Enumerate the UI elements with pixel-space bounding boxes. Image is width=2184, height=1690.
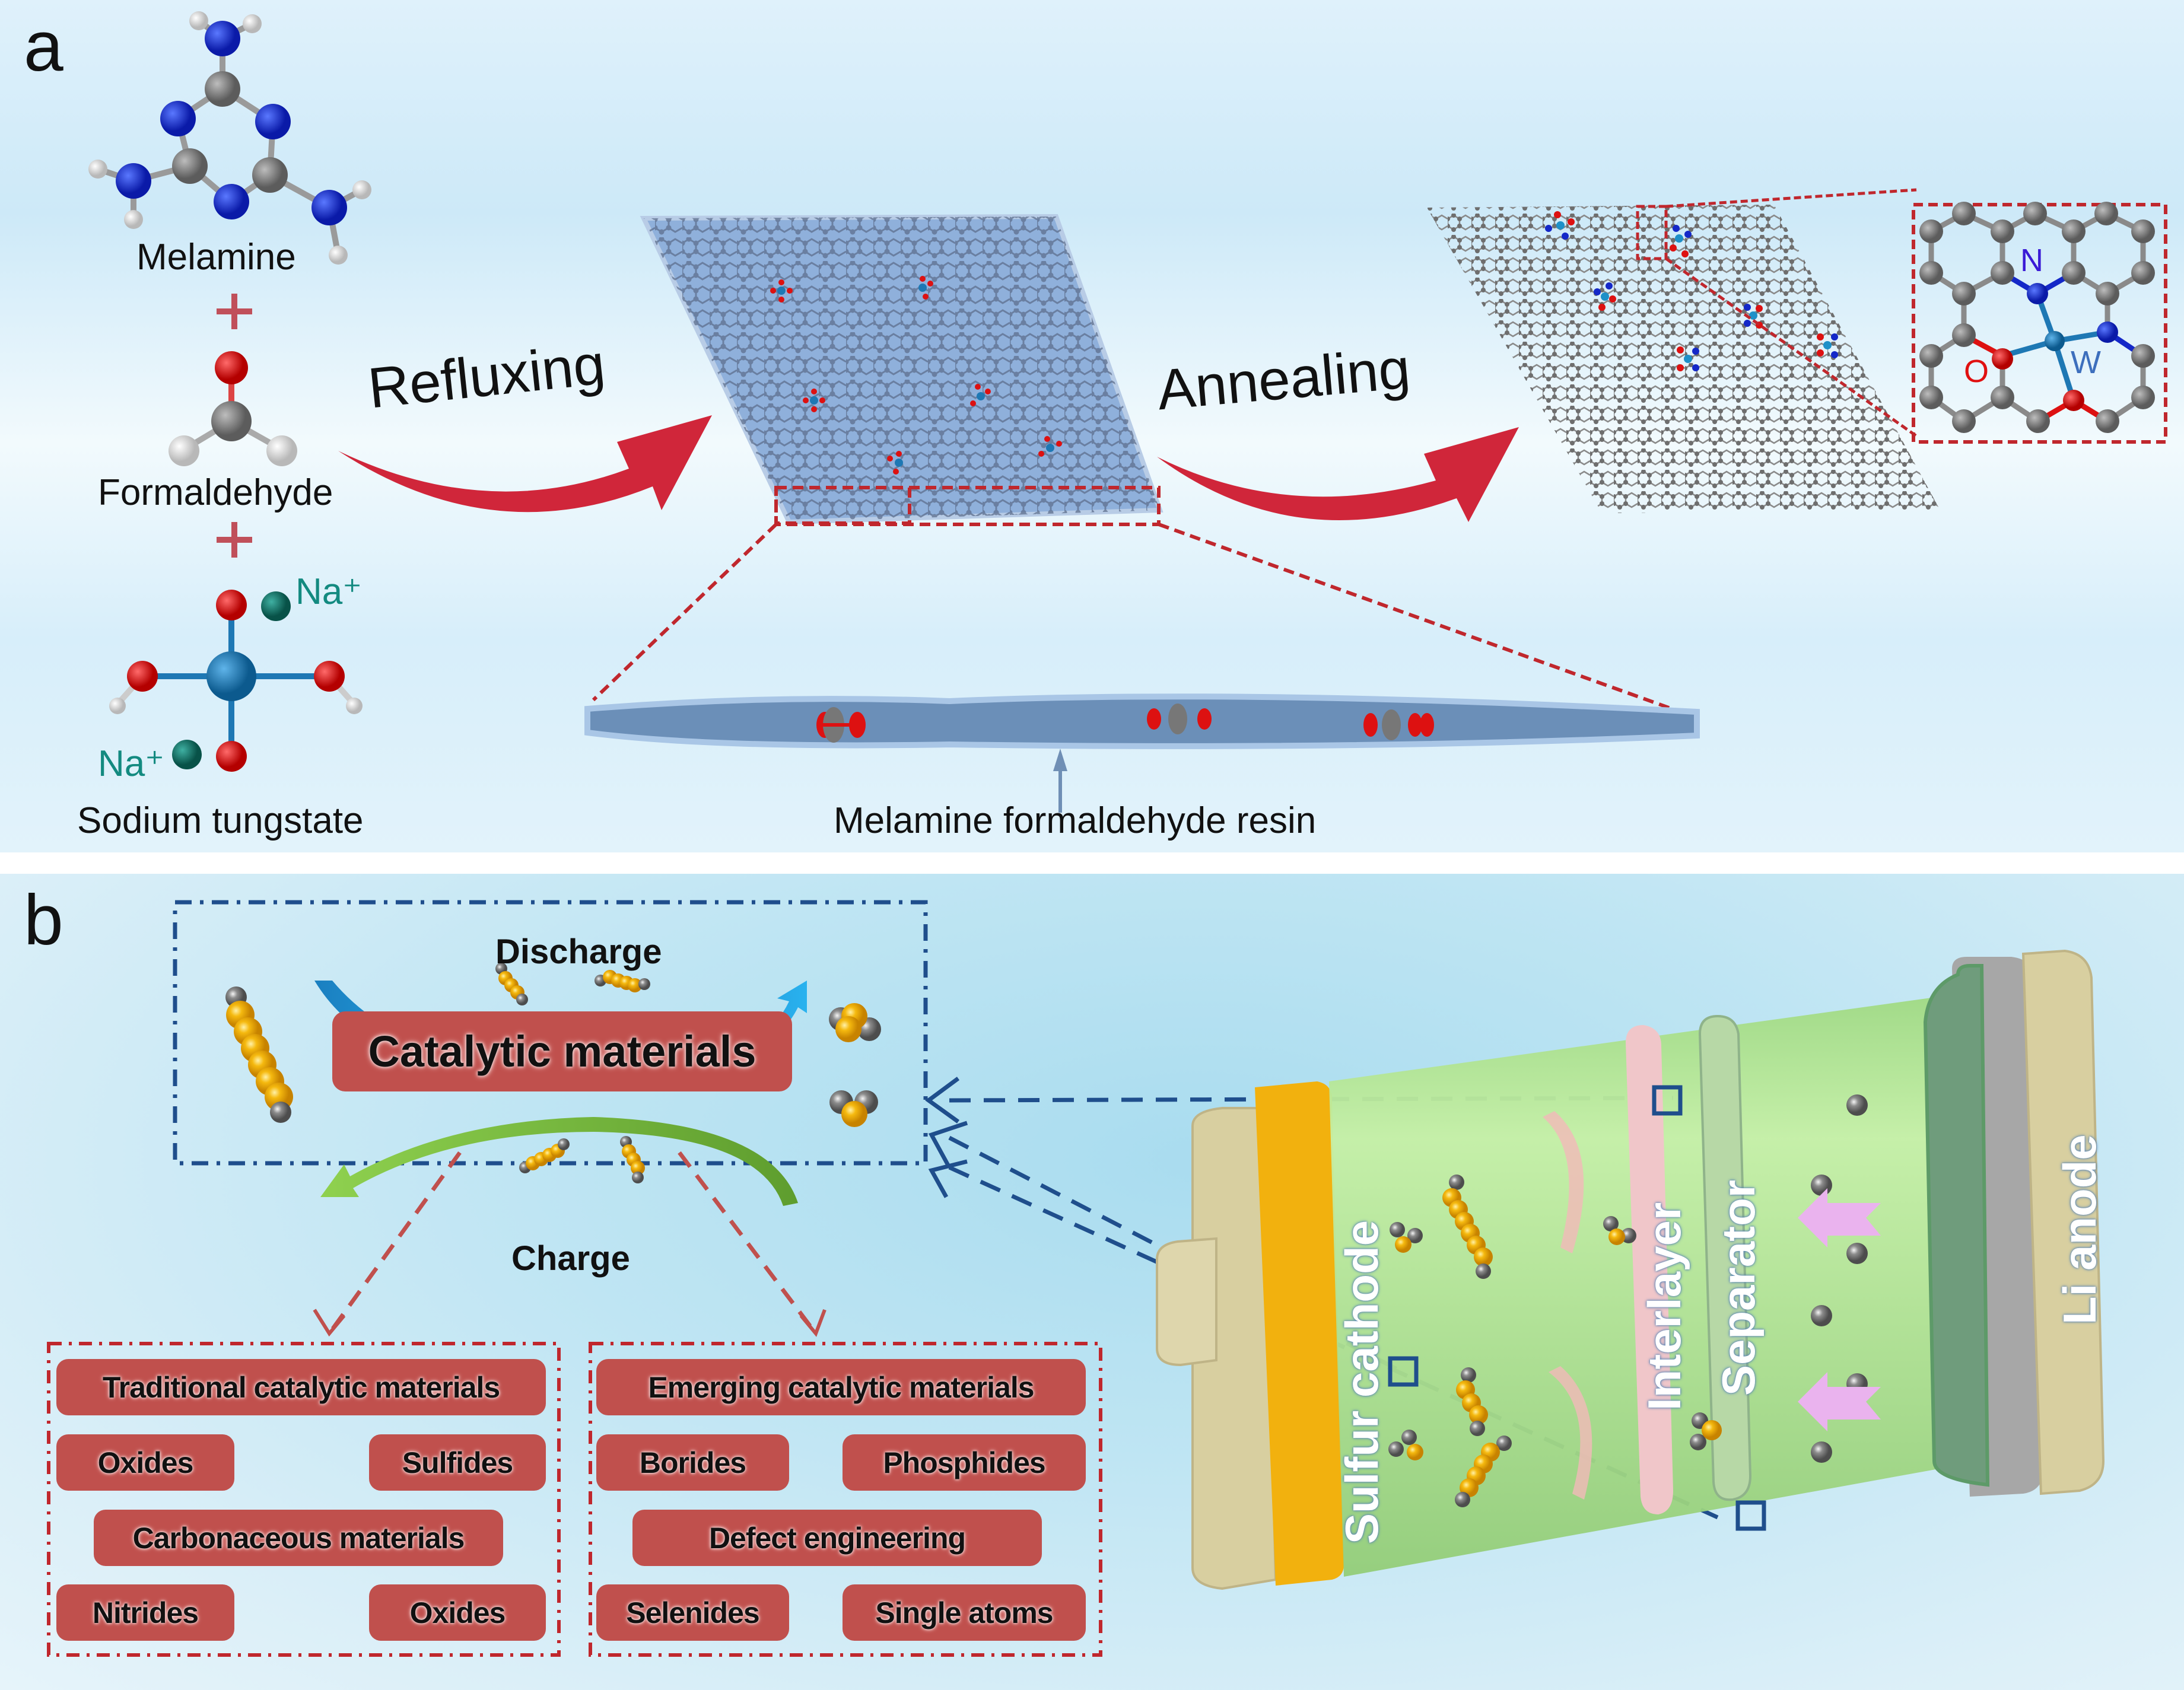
resin-sheet <box>640 214 1163 525</box>
melamine-label: Melamine <box>136 237 296 278</box>
material-chip: Phosphides <box>843 1434 1086 1491</box>
panel-a: a <box>0 0 2184 852</box>
polysulfide-icon <box>225 986 293 1123</box>
polysulfide-icon <box>495 963 881 1183</box>
material-chip: Oxides <box>369 1584 546 1641</box>
graphene-sheet <box>1427 188 1940 513</box>
panel-b-graphics <box>47 900 2105 1657</box>
sodium-tungstate-molecule <box>109 590 363 772</box>
formaldehyde-label: Formaldehyde <box>98 472 333 513</box>
annealing-arrow-icon <box>1157 427 1519 522</box>
w-site-inset <box>1912 202 2167 444</box>
oxygen-atom-label: O <box>1964 354 1989 389</box>
nitrogen-atom-label: N <box>2020 243 2043 278</box>
plus-icon <box>217 522 252 558</box>
charge-label: Charge <box>511 1239 630 1278</box>
separator-label: Separator <box>1712 1179 1765 1396</box>
charge-arrow-icon <box>320 1117 798 1206</box>
ion-flow-arrow-icon <box>1798 1188 1881 1431</box>
panel-a-letter: a <box>24 7 63 86</box>
interlayer <box>1626 1025 1673 1514</box>
material-chip: Carbonaceous materials <box>94 1510 503 1566</box>
material-chip: Oxides <box>56 1434 234 1491</box>
separator <box>1698 1014 1752 1501</box>
li-anode-label: Li anode <box>2053 1134 2106 1325</box>
material-chip: Defect engineering <box>632 1510 1042 1566</box>
selection-square-icon <box>1388 1356 1419 1387</box>
material-chip: Sulfides <box>369 1434 546 1491</box>
tungsten-atom-label: W <box>2071 345 2101 380</box>
polysulfide-icon <box>1388 1175 1722 1507</box>
sodium-ion-icon <box>172 740 202 769</box>
interlayer-label: Interlayer <box>1638 1202 1690 1411</box>
pointer-arrow-icon <box>1053 749 1067 813</box>
traditional-materials-box <box>47 1342 561 1657</box>
plus-icon <box>217 294 252 329</box>
discharge-label: Discharge <box>495 932 662 971</box>
emerging-header-chip: Emerging catalytic materials <box>596 1359 1086 1415</box>
material-chip: Borides <box>596 1434 789 1491</box>
sulfur-cathode-layer <box>1255 1081 1344 1586</box>
battery-illustration <box>1156 949 2105 1590</box>
sodium-ion-label: Na⁺ <box>295 571 362 612</box>
resin-label: Melamine formaldehyde resin <box>834 800 1317 841</box>
selection-square-icon <box>1652 1085 1683 1116</box>
panel-b: b <box>0 874 2184 1690</box>
sodium-tungstate-label: Sodium tungstate <box>77 800 364 841</box>
catalytic-materials-box: Catalytic materials <box>332 1011 792 1091</box>
tungstate-dopant-icon <box>770 276 1062 475</box>
panel-a-graphics <box>88 11 2167 813</box>
formaldehyde-molecule <box>169 351 297 466</box>
selection-square-icon <box>1735 1500 1766 1531</box>
material-chip: Single atoms <box>843 1584 1086 1641</box>
panel-b-letter: b <box>24 880 63 960</box>
emerging-materials-box <box>589 1342 1102 1657</box>
refluxing-arrow-icon <box>338 415 712 513</box>
traditional-header-chip: Traditional catalytic materials <box>56 1359 546 1415</box>
melamine-molecule <box>88 11 371 265</box>
resin-side-view <box>584 693 1700 749</box>
material-chip: Selenides <box>596 1584 789 1641</box>
sodium-ion-label: Na⁺ <box>98 743 164 784</box>
w-single-atom-site-icon <box>1545 211 1838 371</box>
catalysis-cycle-box <box>173 900 928 1166</box>
material-chip: Nitrides <box>56 1584 234 1641</box>
sodium-ion-icon <box>261 591 291 621</box>
sulfur-cathode-label: Sulfur cathode <box>1336 1220 1388 1544</box>
